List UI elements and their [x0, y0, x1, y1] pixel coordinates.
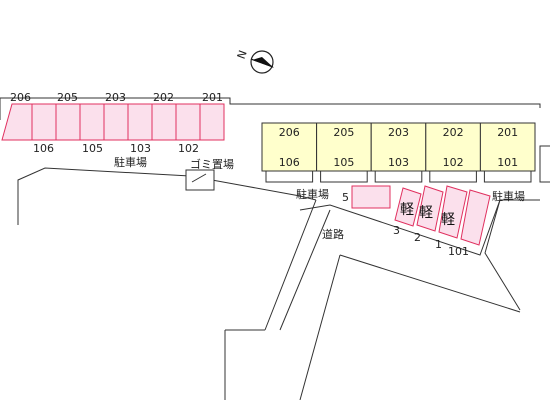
left-parking-label: 駐車場: [114, 155, 147, 169]
left-parking-bottom-number: 102: [178, 142, 199, 155]
kei-parking-slot: [394, 187, 422, 227]
kei-parking-slot: [416, 185, 444, 232]
unit-balcony: [483, 170, 532, 183]
left-parking-top-number: 202: [153, 91, 174, 104]
unit-lower-number: 102: [443, 156, 464, 169]
apartment-building: 206 106 205 105 203 103 202 102 201 101: [261, 122, 536, 183]
left-parking-top-number: 205: [57, 91, 78, 104]
side-structure: [539, 145, 550, 183]
unit-block: [479, 122, 536, 172]
kei-slot-label: 軽: [419, 205, 433, 221]
road-outline: [224, 199, 521, 400]
unit-lower-number: 106: [279, 156, 300, 169]
kei-slot-label: 軽: [400, 202, 414, 218]
center-parking-label: 駐車場: [296, 187, 329, 201]
left-parking-slot: [103, 103, 129, 141]
left-parking-slot: [79, 103, 105, 141]
right-parking-label: 駐車場: [492, 189, 525, 203]
left-parking-slot: [151, 103, 177, 141]
unit-upper-number: 203: [388, 126, 409, 139]
kei-slot-number: 1: [435, 238, 442, 251]
left-parking-slot: [1, 103, 33, 141]
kei-slot-number: 2: [414, 231, 421, 244]
unit-block: [370, 122, 427, 172]
left-parking-bottom-number: 106: [33, 142, 54, 155]
left-parking-slot: [127, 103, 153, 141]
unit-balcony: [374, 170, 423, 183]
kei-parking-slots: 軽軽軽321: [393, 185, 491, 251]
kei-slot-number: 3: [393, 224, 400, 237]
north-label: N: [235, 49, 250, 61]
left-parking-slot: [199, 103, 225, 141]
left-parking-row: 206 205 203 202 201 106 105 103 102: [1, 91, 225, 155]
unit-balcony: [429, 170, 477, 183]
unit-upper-number: 201: [497, 126, 518, 139]
kei-parking-slot: [460, 189, 491, 246]
unit-lower-number: 101: [497, 156, 518, 169]
left-parking-bottom-number: 103: [130, 142, 151, 155]
kei-slot-label: 軽: [441, 212, 455, 228]
left-parking-top-number: 203: [105, 91, 126, 104]
unit-balcony: [320, 170, 368, 183]
parking-slot-5: [351, 185, 391, 209]
road-label: 道路: [322, 227, 344, 241]
unit-upper-number: 202: [443, 126, 464, 139]
left-parking-slot: [175, 103, 201, 141]
left-parking-slot: [55, 103, 81, 141]
unit-upper-number: 205: [333, 126, 354, 139]
unit-block: [425, 122, 481, 172]
garbage-label: ゴミ置場: [190, 157, 234, 171]
north-compass: N: [235, 49, 274, 74]
left-parking-bottom-number: 105: [82, 142, 103, 155]
garbage-area: [185, 169, 215, 191]
kei-parking-slot: [438, 185, 468, 239]
unit-upper-number: 206: [279, 126, 300, 139]
unit-block: [316, 122, 372, 172]
parking-slot-5-number: 5: [342, 191, 349, 204]
left-parking-slot: [31, 103, 57, 141]
kei-extra-number: 101: [448, 245, 469, 258]
left-parking-top-number: 206: [10, 91, 31, 104]
unit-lower-number: 103: [388, 156, 409, 169]
unit-balcony: [265, 170, 314, 183]
unit-lower-number: 105: [333, 156, 354, 169]
left-parking-top-number: 201: [202, 91, 223, 104]
